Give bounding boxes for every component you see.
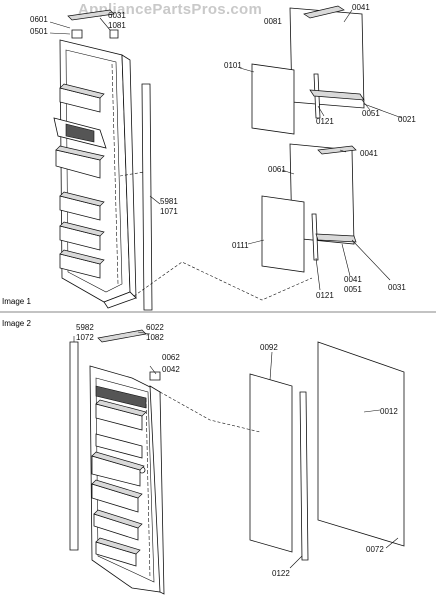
callout-0501: 0501: [30, 27, 48, 36]
callout-0062: 0062: [162, 353, 180, 362]
callout-6022: 6022: [146, 323, 164, 332]
watermark-text: AppliancePartsPros.com: [78, 1, 262, 18]
callout-5981: 5981: [160, 197, 178, 206]
lower-bottom-bracket: [315, 233, 357, 243]
callout-0072: 0072: [366, 545, 384, 554]
callout-1071: 1071: [160, 207, 178, 216]
freezer-door-bottom: [103, 291, 137, 309]
top-trim-part: [67, 9, 115, 21]
side-strip-part: [141, 83, 153, 311]
callout-0121-b: 0121: [316, 291, 334, 300]
callout-0041-a: 0041: [352, 3, 370, 12]
callout-6031: 6031: [108, 11, 126, 20]
top-hinge-parts: [67, 9, 119, 39]
callout-0042: 0042: [162, 365, 180, 374]
upper-shelf-panel: [251, 63, 295, 135]
top-trim-part-2: [97, 329, 147, 343]
fresh-food-door-side: [149, 385, 165, 595]
callout-1081: 1081: [108, 21, 126, 30]
callout-0092: 0092: [260, 343, 278, 352]
callout-0122: 0122: [272, 569, 290, 578]
leaders-right-1: [239, 9, 403, 291]
back-panel-0012: [317, 341, 405, 547]
callout-5982: 5982: [76, 323, 94, 332]
fresh-food-door-assembly: [89, 365, 165, 595]
callout-0031: 0031: [388, 283, 406, 292]
upper-dairy-slot: [95, 385, 147, 409]
callout-0012: 0012: [380, 407, 398, 416]
lower-rail: [311, 213, 319, 261]
fresh-food-bins: [91, 399, 147, 567]
section-label-image-1: Image 1: [2, 297, 31, 306]
callout-0101: 0101: [224, 61, 242, 70]
upper-top-bracket: [303, 5, 345, 19]
lower-panel-set: [261, 143, 357, 273]
shelf-panel-0092: [249, 373, 293, 553]
callout-0041-c: 0041: [344, 275, 362, 284]
leaders-image-2: [73, 331, 399, 569]
callout-0601: 0601: [30, 15, 48, 24]
callout-0051-a: 0051: [362, 109, 380, 118]
fresh-food-panels: [249, 341, 405, 561]
callout-0061: 0061: [268, 165, 286, 174]
side-strip-part-2: [69, 341, 79, 551]
leaders-image-1: [49, 17, 313, 301]
lower-top-bracket: [317, 145, 357, 155]
callout-labels: 0601 0501 6031 1081 0081 0041 0101 0121 …: [30, 3, 416, 578]
hinge-cap-part-2: [149, 371, 161, 381]
callout-1072: 1072: [76, 333, 94, 342]
callout-0121-a: 0121: [316, 117, 334, 126]
upper-panel-set: [251, 5, 365, 135]
hinge-bushing-part: [109, 29, 119, 39]
lower-shelf-panel: [261, 195, 305, 273]
callout-1082: 1082: [146, 333, 164, 342]
fresh-food-gasket-line: [145, 397, 151, 579]
freezer-door-assembly: [53, 39, 137, 309]
callout-0111: 0111: [232, 241, 249, 250]
rail-0122: [299, 391, 309, 561]
callout-0041-b: 0041: [360, 149, 378, 158]
section-label-image-2: Image 2: [2, 319, 31, 328]
hinge-cap-part: [71, 29, 83, 39]
callout-0051-b: 0051: [344, 285, 362, 294]
door-gasket-line: [111, 63, 119, 285]
callout-0081: 0081: [264, 17, 282, 26]
callout-0021: 0021: [398, 115, 416, 124]
upper-bottom-bracket: [309, 89, 365, 101]
dispenser-opening: [65, 123, 95, 143]
